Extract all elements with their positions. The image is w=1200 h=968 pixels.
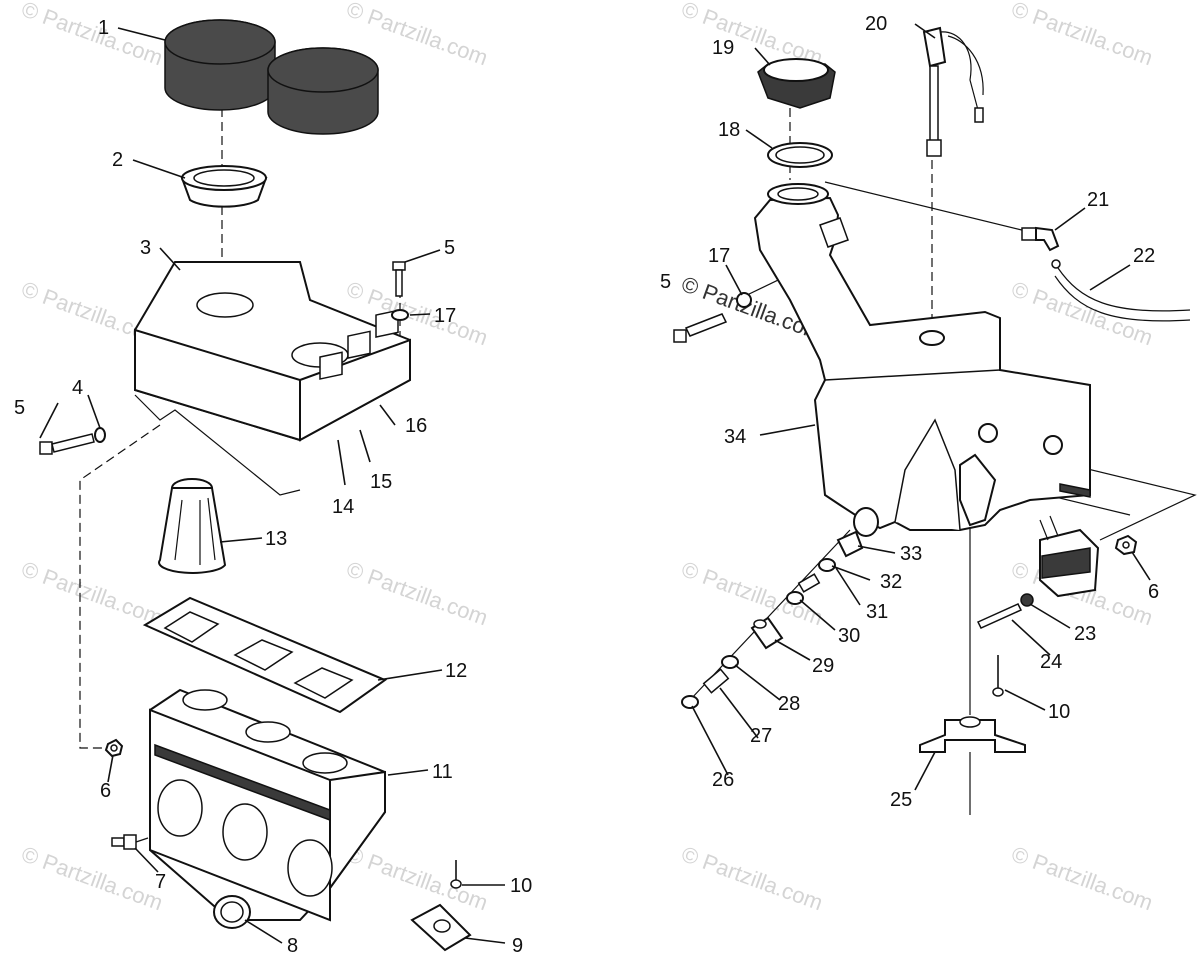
callout-9: 9 [512,935,523,957]
callout-17: 17 [434,305,456,327]
part-5-bolt-side [39,433,95,455]
callout-10: 10 [1048,701,1070,723]
callout-16: 16 [405,415,427,437]
callout-14: 14 [332,496,354,518]
callout-26: 26 [712,769,734,791]
part-11-airbox-base [149,688,386,922]
watermark: © Partzilla.com [18,556,166,630]
part-20-fuel-gauge [922,26,984,157]
callout-25: 25 [890,789,912,811]
callout-13: 13 [265,528,287,550]
callout-7: 7 [155,871,166,893]
part-17-washer-right [736,292,752,308]
callout-4: 4 [72,377,83,399]
callout-8: 8 [287,935,298,957]
callout-1: 1 [98,17,109,39]
part-7-fitting [111,834,149,850]
part-1-air-filter [164,19,379,135]
part-31-hose [797,573,821,593]
part-28-clamp [721,655,739,669]
callout-6: 6 [1148,581,1159,603]
callout-18: 18 [718,119,740,141]
part-25-bracket [919,716,1026,753]
part-18-cap-gasket [767,142,833,168]
callout-30: 30 [838,625,860,647]
part-30-clamp [786,591,804,605]
watermark: © Partzilla.com [678,556,826,630]
part-4-washer [94,427,106,443]
callout-6: 6 [100,780,111,802]
watermark: © Partzilla.com [343,556,491,630]
part-19-fuel-cap [757,58,836,109]
part-5-bolt-right [673,313,728,343]
part-22-hose [1054,267,1191,322]
part-8-plug [213,895,251,929]
part-module [1039,515,1100,598]
callout-11: 11 [432,761,453,783]
watermark: © Partzilla.com [18,841,166,915]
part-3-airbox-lid [134,261,411,496]
watermark: © Partzilla.com [1008,841,1156,915]
part-29-filter [750,616,784,650]
callout-2: 2 [112,149,123,171]
part-17-washer [391,309,409,321]
callout-12: 12 [445,660,467,682]
callout-32: 32 [880,571,902,593]
callout-21: 21 [1087,189,1109,211]
callout-15: 15 [370,471,392,493]
watermark: © Partzilla.com [1008,0,1156,70]
callout-24: 24 [1040,651,1062,673]
callout-3: 3 [140,237,151,259]
callout-22: 22 [1133,245,1155,267]
callout-27: 27 [750,725,772,747]
part-34-fuel-tank [753,183,1091,537]
part-10-pin-left [450,860,462,889]
part-27-hose [702,668,730,694]
callout-19: 19 [712,37,734,59]
callout-31: 31 [866,601,888,623]
part-26-clamp [681,695,699,709]
part-12-gasket [142,596,388,714]
callout-20: 20 [865,13,887,35]
airbox-assembly: 1 2 3 5 17 5 4 16 15 14 13 12 11 6 7 8 9… [14,17,532,957]
part-21-fitting [1021,226,1061,269]
part-24-screw [976,603,1023,629]
fuel-tank-assembly: 20 19 18 21 22 17 5 34 33 6 32 31 30 23 … [660,13,1197,815]
part-23-washer [1020,593,1034,607]
part-5-bolt-top [392,261,406,297]
callout-23: 23 [1074,623,1096,645]
part-33-elbow [836,530,864,558]
callout-17: 17 [708,245,730,267]
part-2-boot [180,165,268,208]
callout-5: 5 [660,271,671,293]
watermark: © Partzilla.com [678,841,826,915]
callout-29: 29 [812,655,834,677]
part-6-fastener-right [1114,534,1138,556]
watermark: © Partzilla.com [343,841,491,915]
callout-28: 28 [778,693,800,715]
callout-5: 5 [14,397,25,419]
part-10-pin-right [992,655,1004,697]
part-13-intake-boot [158,478,227,574]
callout-34: 34 [724,426,746,448]
callout-10: 10 [510,875,532,897]
callout-33: 33 [900,543,922,565]
part-32-clamp [818,558,836,572]
watermark: © Partzilla.com [1008,276,1156,350]
part-6-fastener-left [104,738,124,758]
callout-5: 5 [444,237,455,259]
part-9-bracket [410,903,472,952]
